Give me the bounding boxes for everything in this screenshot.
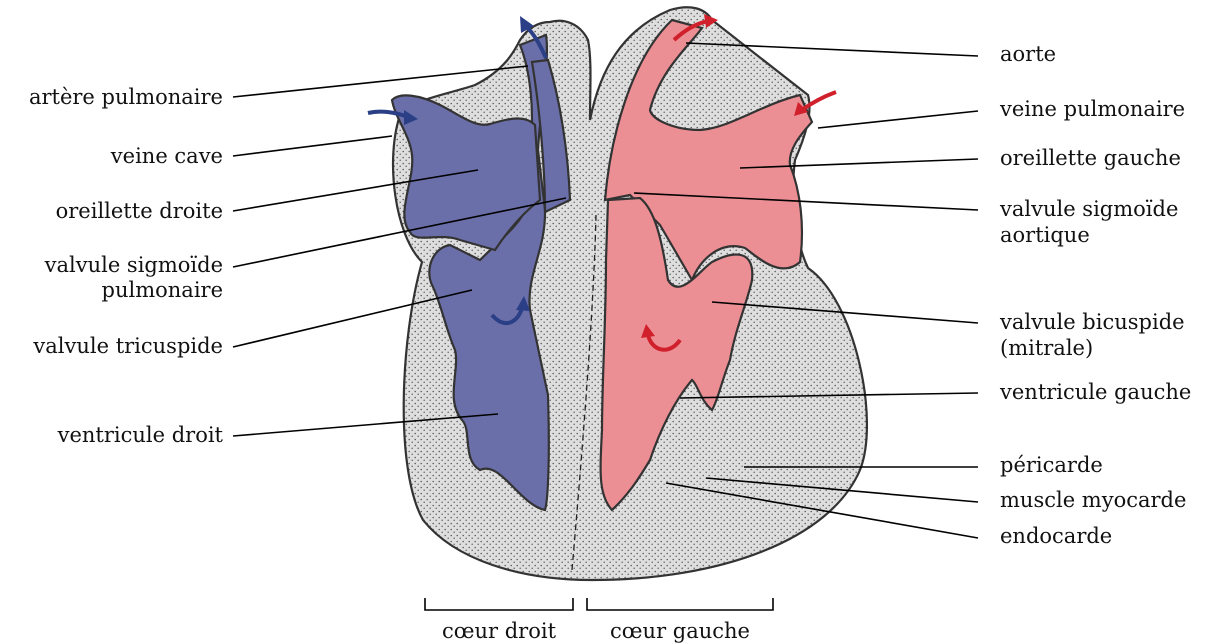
- label-veine-cave: veine cave: [110, 144, 223, 168]
- label-valvule-tricuspide: valvule tricuspide: [32, 334, 223, 358]
- label-pericarde: péricarde: [1000, 453, 1103, 477]
- label-aorte: aorte: [1000, 42, 1056, 66]
- bracket-coeur-droit: [425, 598, 573, 610]
- label-valvule-sigmoide-pulmonaire-line2: pulmonaire: [102, 278, 223, 302]
- leader-line: [818, 111, 978, 128]
- label-valvule-sigmoide-aortique-line2: aortique: [1000, 223, 1090, 247]
- label-artere-pulmonaire: artère pulmonaire: [29, 85, 223, 109]
- label-veine-pulmonaire: veine pulmonaire: [999, 97, 1185, 121]
- label-coeur-gauche: cœur gauche: [610, 619, 750, 643]
- label-oreillette-droite: oreillette droite: [56, 199, 223, 223]
- left-labels: artère pulmonaire veine cave oreillette …: [29, 85, 224, 447]
- heart-side-brackets: cœur droit cœur gauche: [425, 598, 773, 643]
- label-valvule-sigmoide-pulmonaire-line1: valvule sigmoïde: [44, 253, 223, 277]
- label-endocarde: endocarde: [1000, 524, 1112, 548]
- label-ventricule-gauche: ventricule gauche: [999, 380, 1191, 404]
- label-valvule-bicuspide-line2: (mitrale): [1000, 336, 1093, 360]
- label-valvule-bicuspide-line1: valvule bicuspide: [999, 310, 1185, 334]
- label-oreillette-gauche: oreillette gauche: [1000, 146, 1181, 170]
- label-coeur-droit: cœur droit: [442, 619, 557, 643]
- label-muscle-myocarde: muscle myocarde: [1000, 488, 1186, 512]
- leader-line: [233, 136, 392, 156]
- bracket-coeur-gauche: [587, 598, 773, 610]
- label-valvule-sigmoide-aortique-line1: valvule sigmoïde: [999, 197, 1178, 221]
- right-labels: aorte veine pulmonaire oreillette gauche…: [999, 42, 1191, 548]
- label-ventricule-droit: ventricule droit: [57, 423, 224, 447]
